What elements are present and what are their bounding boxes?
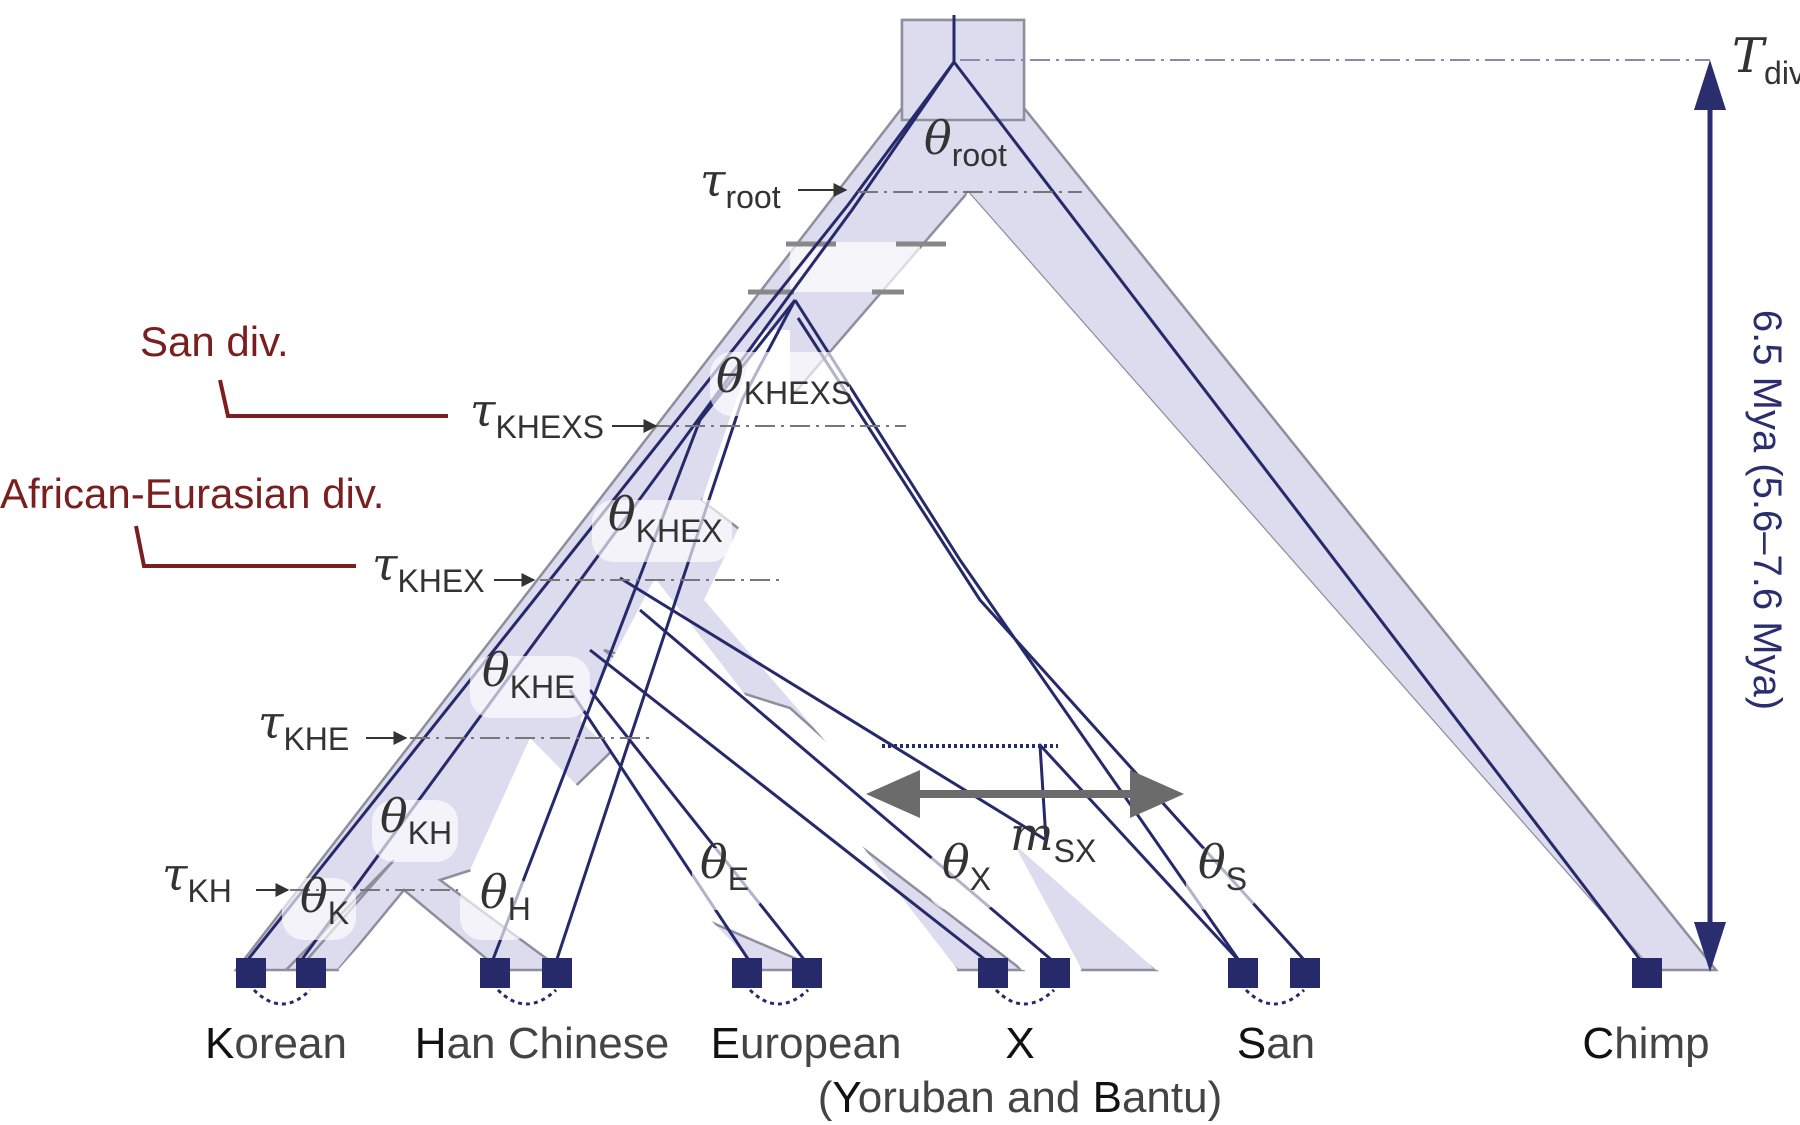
samples bbox=[236, 958, 1662, 1006]
sample-x-1 bbox=[978, 958, 1008, 988]
theta-x-label: θX bbox=[942, 835, 991, 897]
population-tree bbox=[233, 18, 1719, 972]
sample-korean-2 bbox=[296, 958, 326, 988]
gap-euro-han bbox=[470, 738, 760, 970]
gap-han-korean bbox=[338, 898, 500, 970]
leaf-european: European bbox=[711, 1019, 902, 1068]
theta-root-label: θroot bbox=[924, 111, 1007, 173]
san-div-label: San div. bbox=[140, 318, 289, 365]
tau-khex-label: τKHEX bbox=[372, 537, 485, 599]
theta-khex-label: θKHEX bbox=[608, 487, 723, 549]
theta-khexs-label: θKHEXS bbox=[716, 349, 852, 411]
leaf-x-note: (Yoruban and Bantu) bbox=[818, 1073, 1223, 1122]
sample-san-2 bbox=[1290, 958, 1320, 988]
sample-euro-1 bbox=[732, 958, 762, 988]
leaf-x: X bbox=[1005, 1019, 1034, 1068]
tau-kh-label: τKH bbox=[162, 847, 232, 909]
tdiv-label: Tdiv bbox=[1732, 28, 1800, 91]
theta-s-label: θS bbox=[1198, 835, 1247, 897]
sample-han-2 bbox=[542, 958, 572, 988]
theta-khe-label: θKHE bbox=[482, 643, 576, 705]
tau-khe-label: τKHE bbox=[258, 695, 349, 757]
sample-euro-2 bbox=[792, 958, 822, 988]
sample-han-1 bbox=[480, 958, 510, 988]
leaf-korean: Korean bbox=[205, 1019, 347, 1068]
san-div-bracket bbox=[218, 379, 448, 418]
gap-san-x bbox=[704, 425, 1082, 970]
leaf-chimp: Chimp bbox=[1582, 1019, 1709, 1068]
sample-x-2 bbox=[1040, 958, 1070, 988]
theta-kh-label: θKH bbox=[380, 789, 452, 851]
african-eurasian-div-bracket bbox=[134, 525, 356, 568]
time-range-label: 6.5 Mya (5.6–7.6 Mya) bbox=[1745, 310, 1789, 710]
theta-highlights bbox=[282, 352, 1260, 940]
theta-k-label: θK bbox=[300, 869, 349, 931]
tau-root-label: τroot bbox=[700, 153, 781, 215]
theta-h-label: θH bbox=[480, 865, 531, 927]
leaf-han-chinese: Han Chinese bbox=[415, 1019, 669, 1068]
theta-e-label: θE bbox=[700, 835, 749, 897]
gap-root bbox=[790, 192, 1652, 970]
migration-rate-label: mSX bbox=[1010, 807, 1096, 869]
sample-chimp bbox=[1632, 958, 1662, 988]
leaf-san: San bbox=[1237, 1019, 1315, 1068]
tau-lines bbox=[290, 59, 1710, 891]
african-eurasian-div-label: African-Eurasian div. bbox=[0, 470, 384, 517]
tau-khexs-label: τKHEXS bbox=[470, 383, 604, 445]
sample-san-1 bbox=[1228, 958, 1258, 988]
sample-korean-1 bbox=[236, 958, 266, 988]
gap-x-euro bbox=[580, 578, 958, 970]
gene-lineages bbox=[244, 15, 1650, 971]
time-axis bbox=[1694, 60, 1726, 972]
migration bbox=[866, 744, 1184, 818]
